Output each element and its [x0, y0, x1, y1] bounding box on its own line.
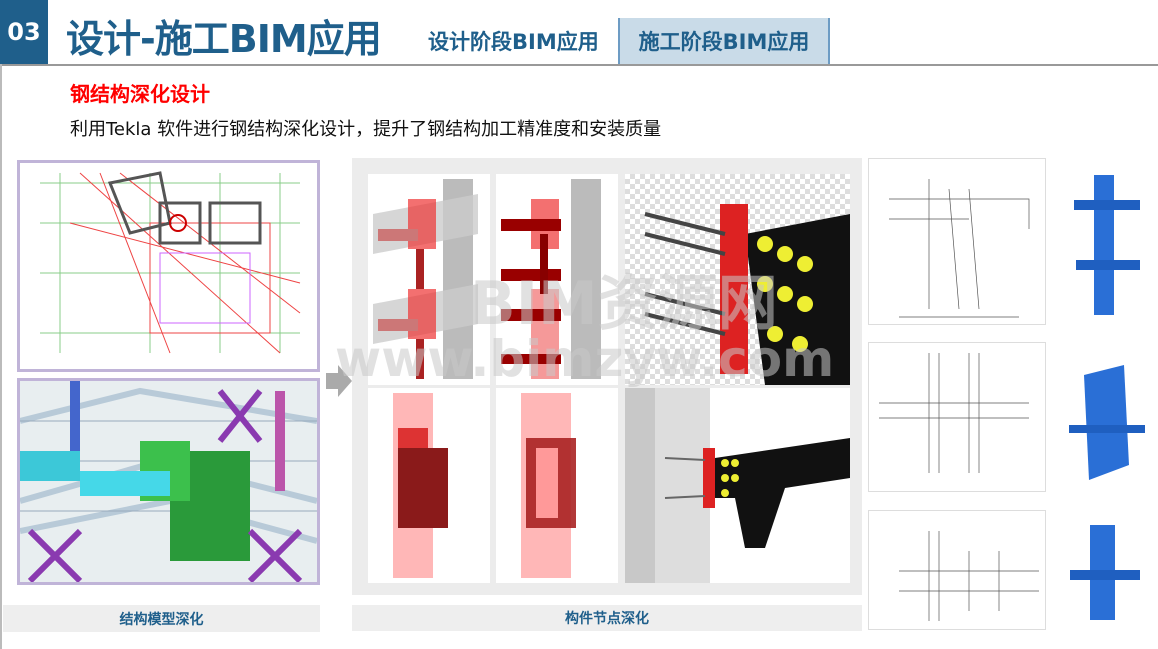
node-model-image-3 — [368, 388, 490, 583]
caption-structure-model: 结构模型深化 — [3, 605, 320, 632]
anchor-bolt-image-1 — [625, 174, 850, 385]
page-title: 设计-施工BIM应用 — [66, 17, 382, 61]
floor-plan-image — [17, 160, 320, 372]
section-description: 利用Tekla 软件进行钢结构深化设计，提升了钢结构加工精准度和安装质量 — [70, 119, 662, 140]
tab-construction-stage[interactable]: 施工阶段BIM应用 — [618, 18, 830, 64]
steel-model-3d-image — [17, 378, 320, 585]
anchor-bolt-image-2 — [625, 388, 850, 583]
left-border — [0, 64, 2, 649]
column-model-3 — [1060, 515, 1150, 630]
caption-node-detail: 构件节点深化 — [352, 605, 862, 631]
node-model-image-2 — [496, 174, 618, 385]
node-model-image-4 — [496, 388, 618, 583]
arrow-right-icon — [326, 365, 352, 401]
section-drawing-2 — [868, 342, 1046, 492]
section-number: 03 — [0, 0, 48, 64]
node-model-image-1 — [368, 174, 490, 385]
header-divider — [0, 64, 1158, 66]
tab-design-stage[interactable]: 设计阶段BIM应用 — [428, 30, 599, 54]
section-subtitle: 钢结构深化设计 — [70, 82, 210, 106]
section-drawing-1 — [868, 158, 1046, 325]
section-drawing-3 — [868, 510, 1046, 630]
column-model-2 — [1064, 355, 1150, 490]
column-model-1 — [1064, 170, 1150, 322]
